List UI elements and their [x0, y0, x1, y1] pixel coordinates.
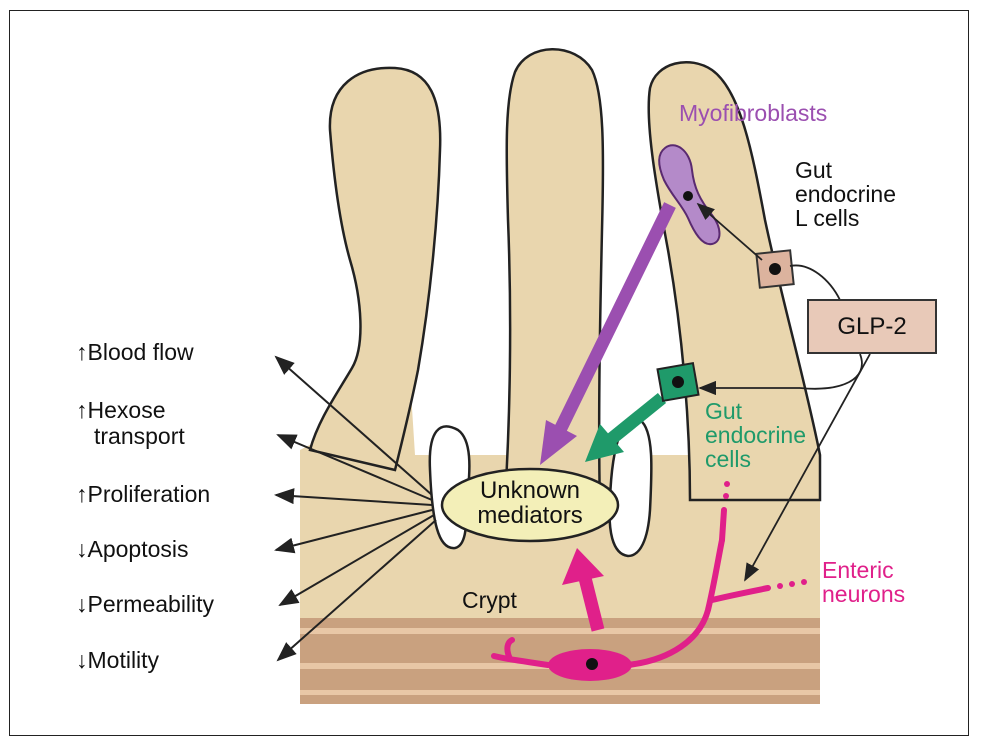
label-crypt: Crypt: [462, 588, 517, 612]
label-mediators-line-1: Unknown: [446, 478, 614, 503]
myofibroblast-nucleus: [683, 191, 693, 201]
effect-text: transport: [94, 423, 185, 449]
effect-proliferation: ↑Proliferation: [76, 482, 210, 506]
effect-arrow-down-icon: ↓: [76, 536, 88, 562]
effect-text: Apoptosis: [88, 536, 189, 562]
label-endocrine-line-1: Gut: [705, 399, 806, 423]
muscle-stripe-3: [300, 690, 820, 695]
label-enteric-line-2: neurons: [822, 582, 905, 606]
label-endocrine-line-2: endocrine: [705, 423, 806, 447]
label-gut-endocrine-l-cells: Gut endocrine L cells: [795, 158, 896, 230]
label-l-cells-line-1: Gut: [795, 158, 896, 182]
glp2-label: GLP-2: [837, 313, 906, 341]
villus-left: [310, 68, 440, 470]
effect-arrow-down-icon: ↓: [76, 647, 88, 673]
label-enteric-neurons: Enteric neurons: [822, 558, 905, 606]
effect-arrow-down-icon: ↓: [76, 591, 88, 617]
effect-arrow-up-icon: ↑: [76, 339, 88, 365]
effect-hexose: ↑Hexose: [76, 398, 165, 422]
label-endocrine-line-3: cells: [705, 447, 806, 471]
enteric-neuron-nucleus: [586, 658, 598, 670]
label-unknown-mediators: Unknown mediators: [446, 478, 614, 528]
effect-transport: transport: [94, 424, 185, 448]
gut-endocrine-nucleus: [672, 376, 684, 388]
effect-text: Permeability: [88, 591, 215, 617]
label-mediators-line-2: mediators: [446, 503, 614, 528]
label-l-cells-line-2: endocrine: [795, 182, 896, 206]
effect-arrow-up-icon: ↑: [76, 397, 88, 423]
neuron-branch-up: [722, 510, 724, 540]
effect-permeability: ↓Permeability: [76, 592, 214, 616]
l-cell-nucleus: [769, 263, 781, 275]
effect-blood-flow: ↑Blood flow: [76, 340, 194, 364]
effect-text: Hexose: [88, 397, 166, 423]
effect-text: Blood flow: [88, 339, 194, 365]
effect-text: Proliferation: [88, 481, 211, 507]
effect-text: Motility: [88, 647, 160, 673]
effect-motility: ↓Motility: [76, 648, 159, 672]
label-gut-endocrine-cells: Gut endocrine cells: [705, 399, 806, 471]
glp2-box: GLP-2: [807, 299, 937, 354]
label-l-cells-line-3: L cells: [795, 206, 896, 230]
effect-arrow-up-icon: ↑: [76, 481, 88, 507]
lcell-to-glp2: [790, 265, 840, 300]
muscle-stripe-1: [300, 628, 820, 634]
label-myofibroblasts: Myofibroblasts: [679, 101, 827, 125]
effect-apoptosis: ↓Apoptosis: [76, 537, 189, 561]
label-enteric-line-1: Enteric: [822, 558, 905, 582]
